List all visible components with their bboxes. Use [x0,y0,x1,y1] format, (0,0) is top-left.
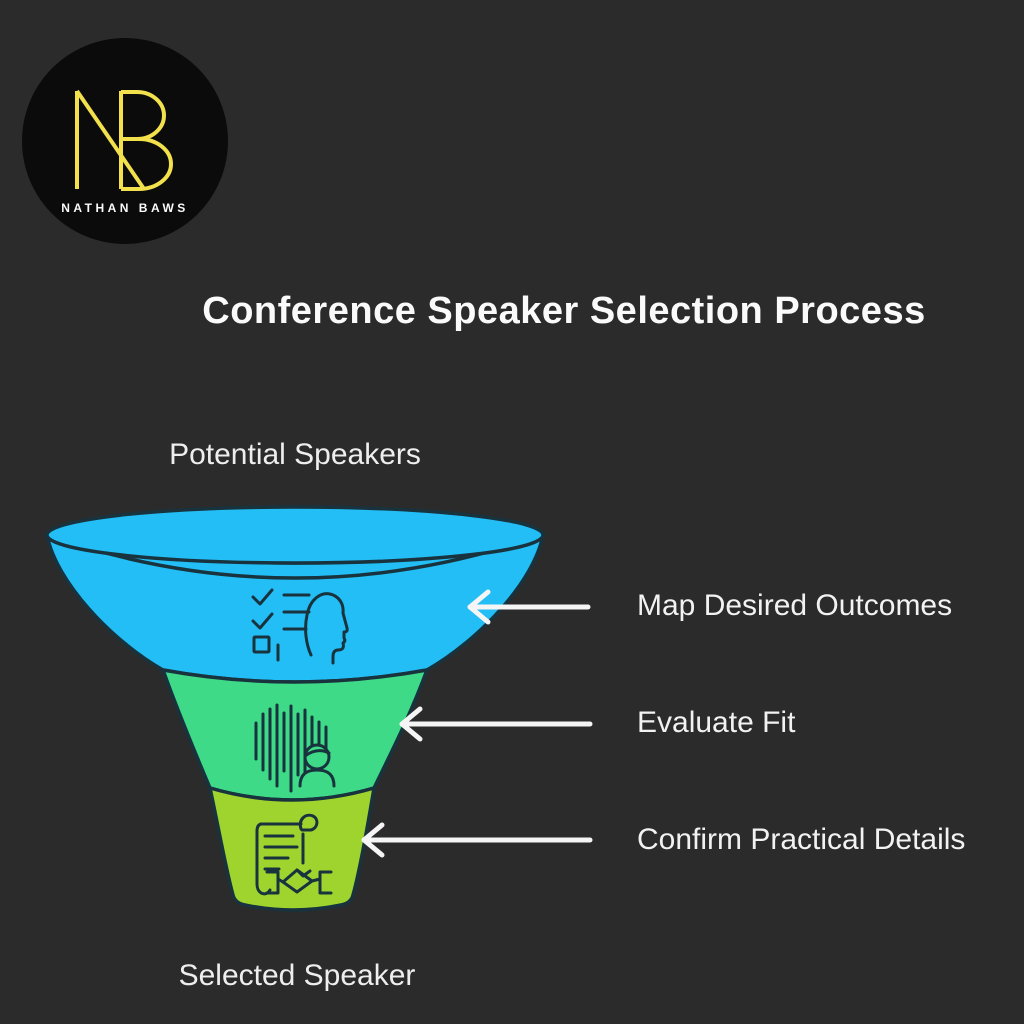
funnel-mouth-ellipse [45,505,545,565]
brand-logo [22,38,228,244]
connector-arrows [361,589,593,858]
nb-monogram-icon [75,89,173,191]
contract-handshake-icon [255,813,333,896]
stage-label-confirm-practical-details: Confirm Practical Details [637,823,966,856]
funnel-stage-middle-shape [160,667,430,802]
voice-person-icon [254,703,336,793]
head-checklist-icon [251,588,349,665]
arrow-stage-top [467,589,591,625]
funnel-shape [44,505,546,912]
arrow-stage-middle [399,706,593,742]
stage-label-map-desired-outcomes: Map Desired Outcomes [637,589,953,622]
page-title: Conference Speaker Selection Process [202,290,926,332]
funnel-stage-bottom-shape [207,785,377,912]
stage-label-evaluate-fit: Evaluate Fit [637,706,796,739]
brand-name: NATHAN BAWS [61,201,189,215]
arrow-stage-bottom [361,822,593,858]
funnel-bottom-label: Selected Speaker [178,959,416,992]
funnel-top-label: Potential Speakers [169,438,421,471]
